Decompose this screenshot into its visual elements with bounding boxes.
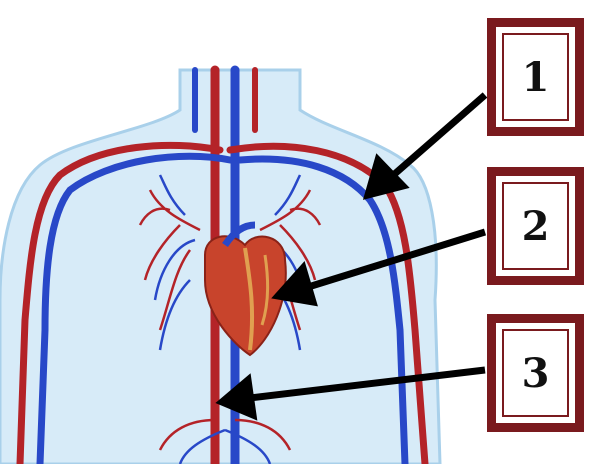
label-1-text: 1 <box>502 33 569 121</box>
label-3-text: 3 <box>502 329 569 417</box>
label-2-text: 2 <box>502 182 569 270</box>
label-box-1: 1 <box>487 18 584 136</box>
label-box-3: 3 <box>487 314 584 432</box>
label-box-2: 2 <box>487 167 584 285</box>
